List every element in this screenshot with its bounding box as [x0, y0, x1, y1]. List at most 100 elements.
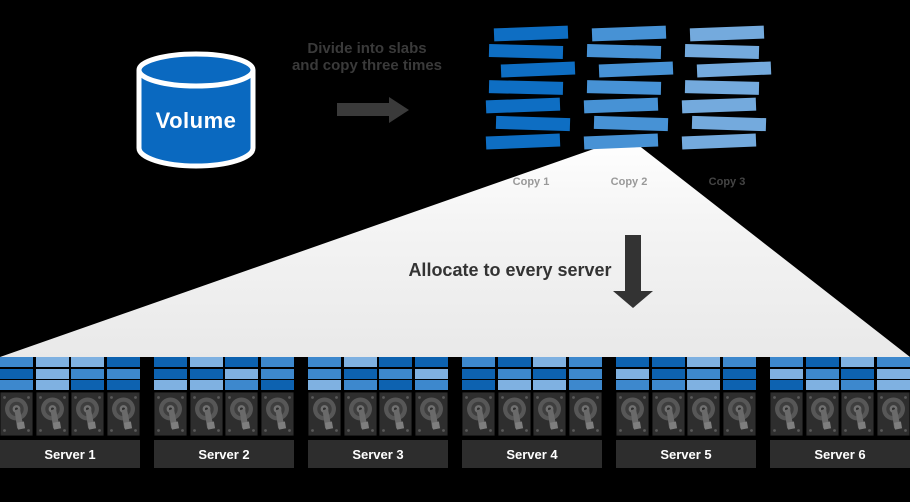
server-slab — [616, 357, 650, 367]
hard-disk-icon — [687, 392, 721, 437]
server-slab — [616, 380, 650, 391]
hard-disk-icon — [841, 392, 875, 437]
slab — [500, 61, 576, 78]
server-slab — [841, 380, 875, 391]
server-slab — [260, 357, 294, 367]
server-slab-grid — [616, 357, 756, 391]
server-slab-grid — [154, 357, 294, 391]
hard-disk-icon — [260, 392, 294, 437]
allocate-caption: Allocate to every server — [408, 260, 612, 280]
server-slab — [71, 368, 105, 379]
server-slab — [414, 368, 448, 379]
server-slab — [462, 357, 496, 367]
server-slab — [687, 380, 721, 391]
right-arrow-icon — [337, 97, 409, 123]
slab — [485, 97, 561, 114]
divide-caption-line2: and copy three times — [291, 57, 443, 74]
hard-disk-icon — [533, 392, 567, 437]
server-slab — [35, 368, 69, 379]
slab — [488, 43, 564, 60]
hard-disk-icon — [876, 392, 910, 437]
server-slab — [154, 357, 188, 367]
server-label-bar: Server 6 — [770, 440, 910, 469]
server-slab — [805, 368, 839, 379]
hard-disk-icon — [651, 392, 685, 437]
server-label: Server 1 — [44, 446, 96, 462]
down-arrow-shaft — [625, 235, 641, 291]
server-row: Server 1 — [0, 357, 910, 469]
server-slab-grid — [462, 357, 602, 391]
server-slab — [568, 380, 602, 391]
slab — [591, 25, 667, 42]
hard-disk-icon — [770, 392, 803, 437]
hard-disk-icon — [71, 392, 105, 437]
slab — [586, 43, 662, 60]
server-slab — [651, 357, 685, 367]
slab — [598, 61, 674, 78]
server-slab — [497, 357, 531, 367]
hard-disk-icon — [462, 392, 495, 437]
copy-stack: Copy 2 — [583, 25, 674, 192]
server-label-bar: Server 4 — [462, 440, 602, 469]
hard-disk-icon — [308, 392, 341, 437]
hard-disk-icon — [722, 392, 756, 437]
hard-disk-icon — [568, 392, 602, 437]
server-label: Server 4 — [506, 446, 558, 462]
copy-stack: Copy 1 — [485, 25, 576, 192]
server-label-bar: Server 5 — [616, 440, 756, 469]
server-slab — [225, 357, 259, 367]
divide-caption-line1: Divide into slabs — [307, 40, 427, 57]
server-slab — [308, 368, 342, 379]
server-slab — [841, 357, 875, 367]
hard-disk-icon — [35, 392, 69, 437]
server-slab — [687, 368, 721, 379]
right-arrow-shaft — [337, 103, 389, 116]
slab — [681, 97, 757, 114]
slab — [684, 80, 760, 95]
slab — [689, 25, 765, 42]
server-slab — [722, 380, 756, 391]
slab — [485, 133, 561, 150]
slab — [696, 61, 772, 78]
server-slab — [722, 357, 756, 367]
server-slab — [106, 357, 140, 367]
hard-disk-icon — [414, 392, 448, 437]
divide-caption: Divide into slabs and copy three times — [283, 40, 451, 74]
slab — [691, 115, 767, 132]
server-slab — [722, 368, 756, 379]
slab — [593, 115, 669, 132]
server-slab — [308, 380, 342, 391]
server-slab — [876, 368, 910, 379]
server-slab — [0, 380, 34, 391]
server-slab — [106, 368, 140, 379]
server-label: Server 3 — [352, 446, 404, 462]
server-slab — [497, 368, 531, 379]
server-slab — [260, 380, 294, 391]
server-label-bar: Server 1 — [0, 440, 140, 469]
server-slab — [533, 357, 567, 367]
server-label: Server 5 — [660, 446, 712, 462]
hard-disk-icon — [0, 392, 33, 437]
server-disk-row — [616, 392, 756, 437]
down-arrow-head — [613, 291, 653, 308]
server-label: Server 2 — [198, 446, 250, 462]
server-slab — [533, 368, 567, 379]
server-slab — [71, 380, 105, 391]
server-slab — [189, 380, 223, 391]
server-disk-row — [308, 392, 448, 437]
copy-stack: Copy 3 — [681, 25, 772, 192]
server-slab — [770, 380, 804, 391]
hard-disk-icon — [189, 392, 223, 437]
server-slab — [462, 368, 496, 379]
server-slab — [876, 357, 910, 367]
server-disk-row — [154, 392, 294, 437]
server-slab — [35, 357, 69, 367]
slab — [493, 25, 569, 42]
hard-disk-icon — [343, 392, 377, 437]
server-group: Server 6 — [770, 357, 910, 469]
hard-disk-icon — [154, 392, 187, 437]
server-slab — [343, 380, 377, 391]
server-group: Server 3 — [308, 357, 448, 469]
server-group: Server 5 — [616, 357, 756, 469]
